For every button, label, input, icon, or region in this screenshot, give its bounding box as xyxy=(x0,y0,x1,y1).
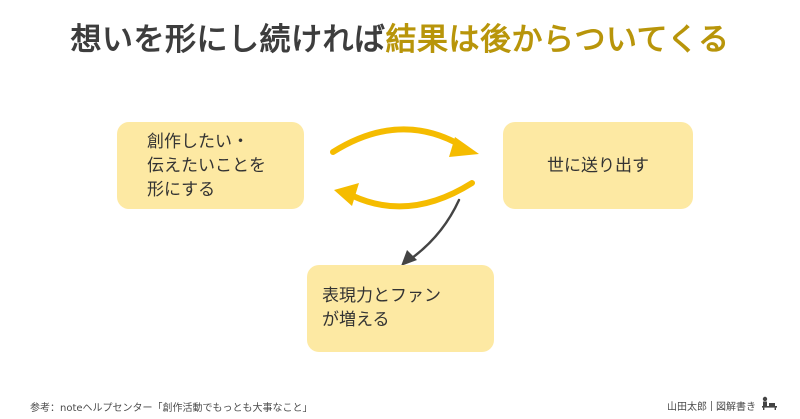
step-fans-line-1: 表現力とファン xyxy=(322,286,441,306)
page-title: 想いを形にし続ければ結果は後からついてくる xyxy=(0,14,800,59)
cycle-arrow-back-head xyxy=(334,183,359,206)
cycle-arrow-forward xyxy=(330,126,465,155)
source-note: 参考：noteヘルプセンター「創作活動でもっとも大事なこと」 xyxy=(30,403,313,414)
author-brand: 図解書き xyxy=(716,402,756,413)
step-publish-label: 世に送り出す xyxy=(547,155,649,176)
title-accent: 結果は後からついてくる xyxy=(385,22,730,58)
step-create-line-2: 伝えたいことを xyxy=(147,156,266,176)
author-credit: 山田太郎図解書き xyxy=(667,398,756,413)
desk-writer-icon xyxy=(762,396,777,410)
step-fans-line-2: が増える xyxy=(322,310,390,330)
cycle-arrow-forward-head xyxy=(449,137,479,157)
cycle-arrow-back xyxy=(350,180,475,210)
branch-arrow-head xyxy=(401,250,417,266)
credit-divider xyxy=(711,401,712,411)
step-create-line-1: 創作したい・ xyxy=(147,132,249,152)
step-create-line-3: 形にする xyxy=(147,180,216,200)
title-lead: 想いを形にし続ければ xyxy=(70,22,386,58)
step-fans-box: 表現力とファン が増える xyxy=(307,265,494,352)
step-publish-box: 世に送り出す xyxy=(503,122,693,209)
step-create-box: 創作したい・ 伝えたいことを 形にする xyxy=(117,122,304,209)
author-name: 山田太郎 xyxy=(667,402,707,413)
branch-arrow xyxy=(410,198,461,260)
